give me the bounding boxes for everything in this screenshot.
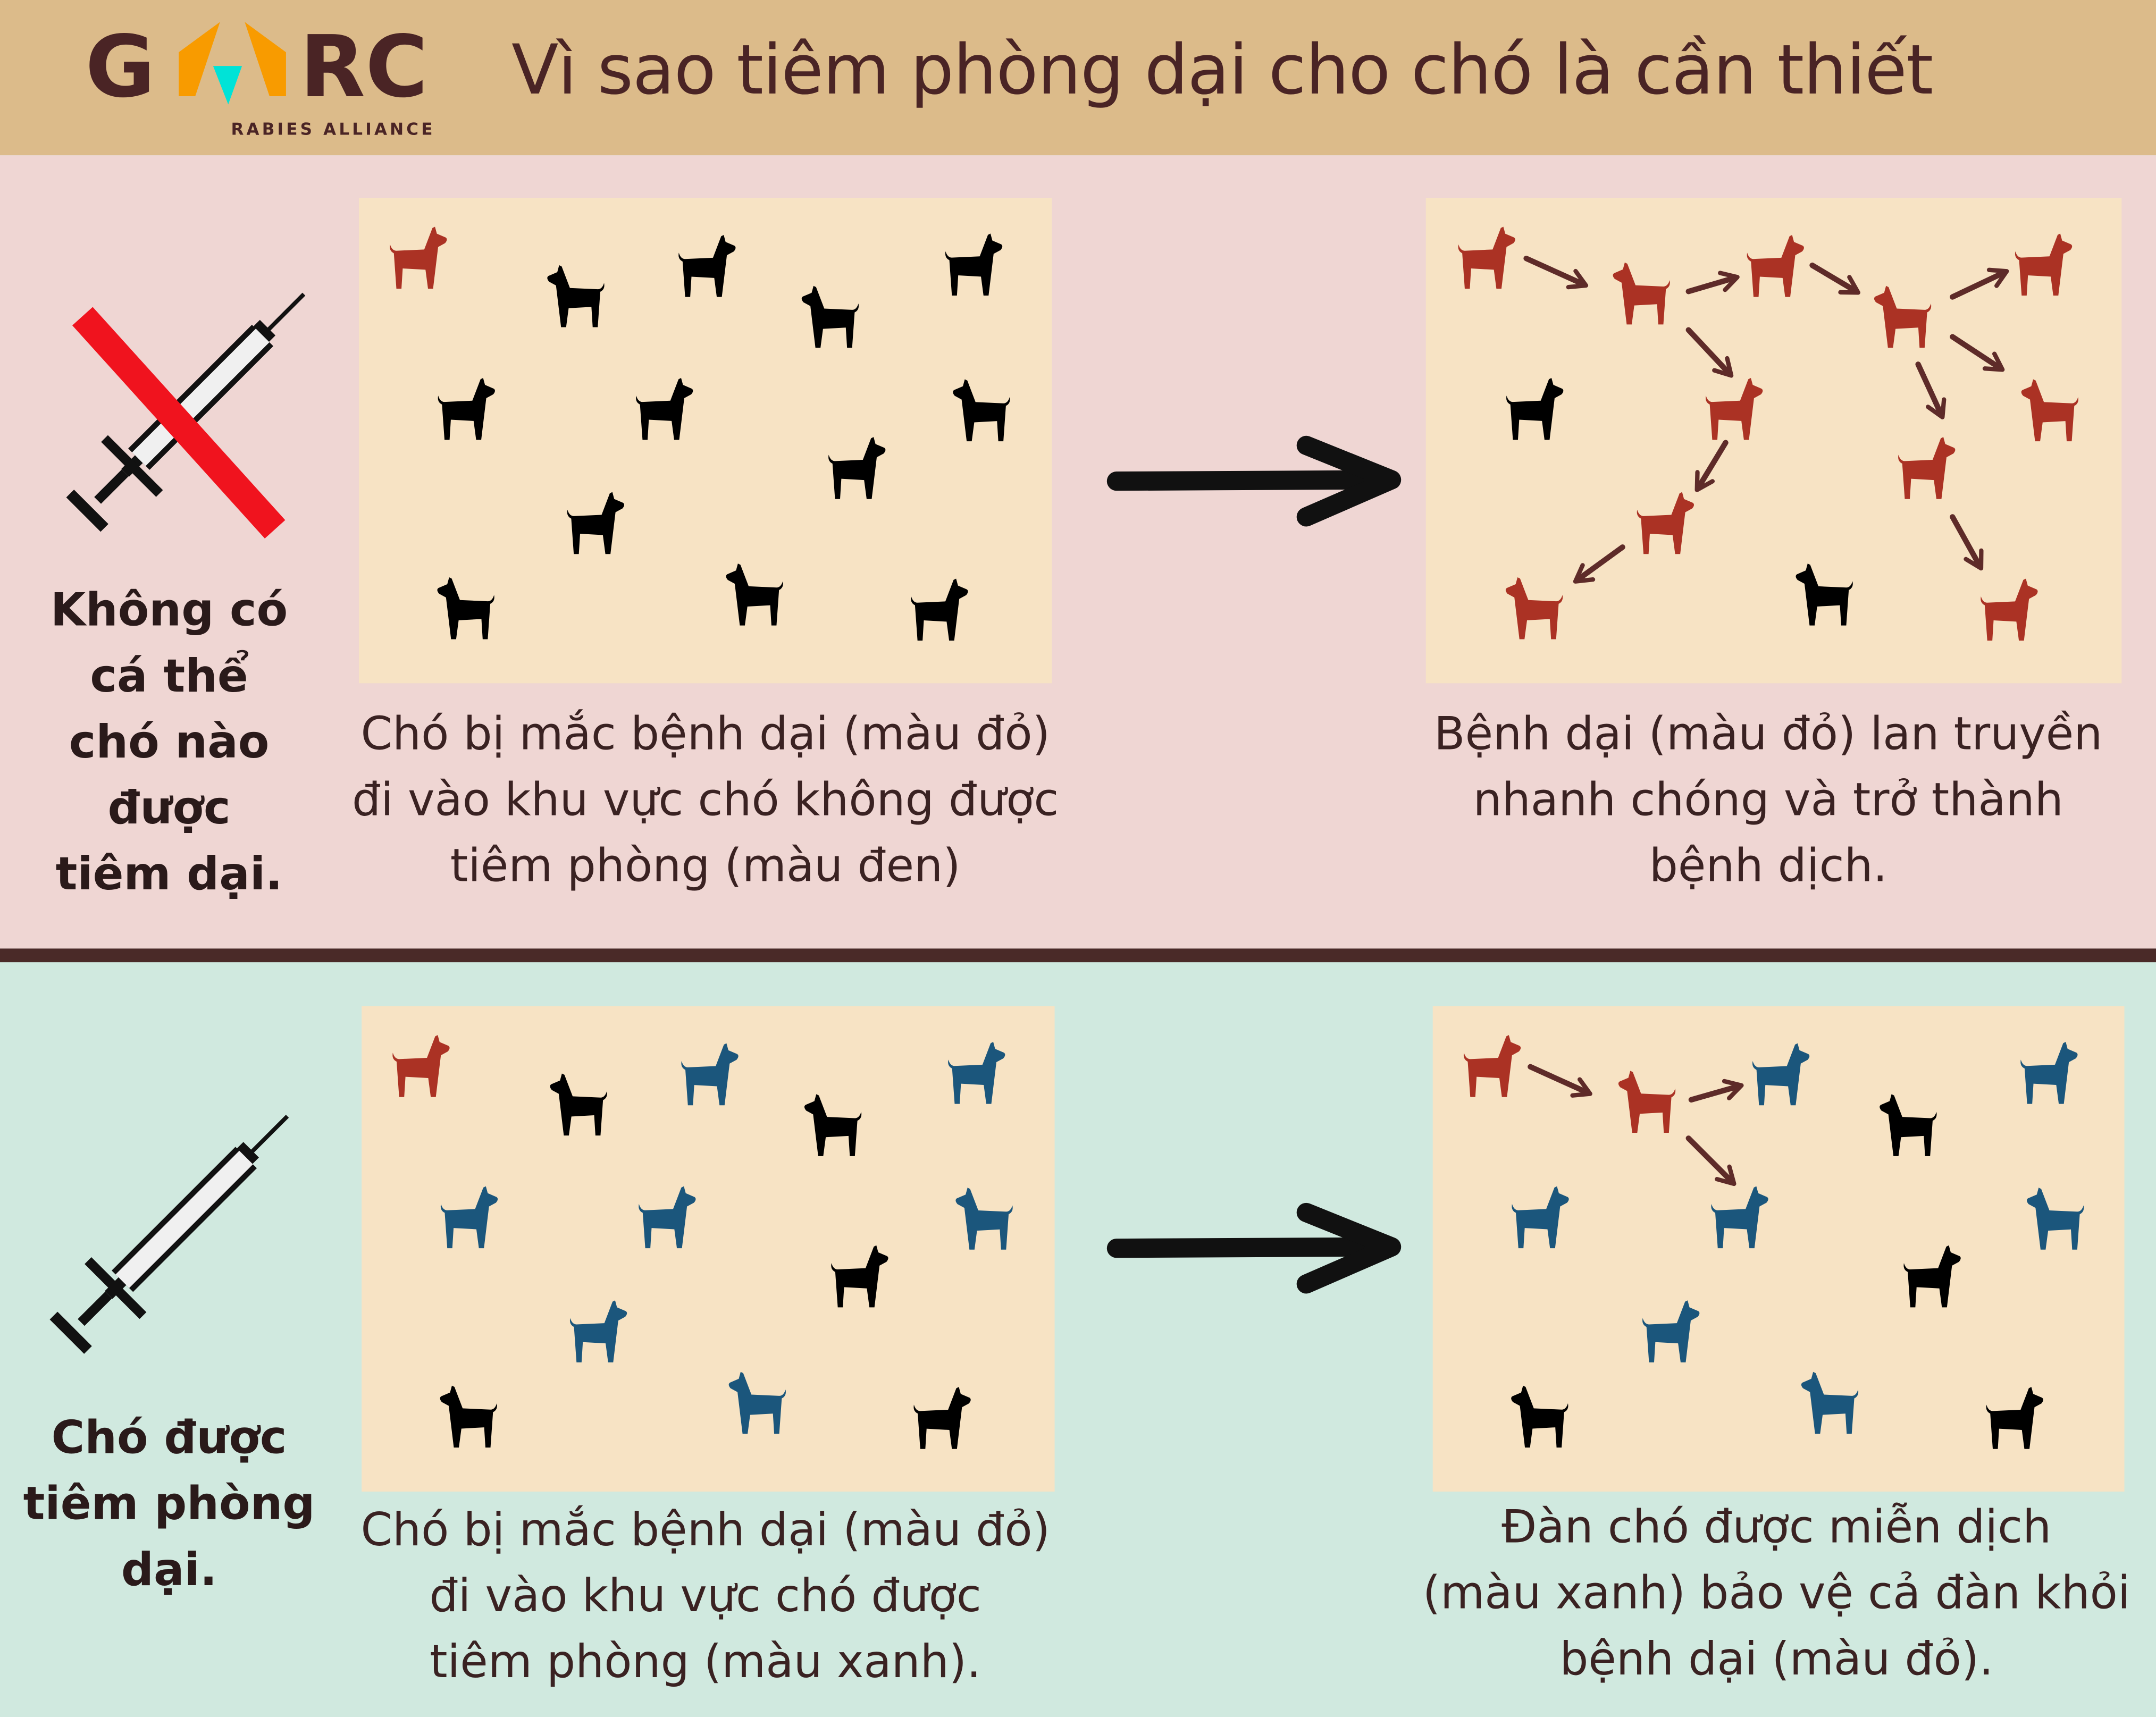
panel-unvaccinated-after [1425,198,2122,684]
caption-line: đi vào khu vực chó không được [351,772,1059,827]
label-line: tiêm dại. [55,847,283,900]
section-divider [0,948,2156,963]
vaccination-label: Chó được tiêm phòng dại. [11,1405,328,1603]
caption-line: tiêm phòng (màu xanh). [430,1634,981,1688]
label-line: chó nào [69,714,270,769]
caption-line: Bệnh dại (màu đỏ) lan truyền [1434,706,2103,761]
caption-line: (màu xanh) bảo vệ cả đàn khỏi [1422,1566,2130,1620]
label-line: tiêm phòng [23,1476,315,1530]
caption-line: bệnh dại (màu đỏ). [1559,1631,1994,1686]
caption-top-right: Bệnh dại (màu đỏ) lan truyền nhanh chóng… [1356,701,2156,899]
caption-bottom-right: Đàn chó được miễn dịch (màu xanh) bảo vệ… [1364,1494,2156,1692]
header-bar [0,0,2156,156]
caption-line: Đàn chó được miễn dịch [1501,1500,2052,1554]
caption-line: nhanh chóng và trở thành [1473,772,2063,827]
panel-vaccinated-after [1432,1006,2125,1492]
label-line: được [107,780,231,835]
label-line: Không có [50,583,288,637]
caption-bottom-left: Chó bị mắc bệnh dại (màu đỏ) đi vào khu … [293,1497,1118,1695]
caption-line: đi vào khu vực chó được [429,1568,981,1622]
caption-line: tiêm phòng (màu đen) [450,838,961,893]
no-vaccination-label: Không có cá thể chó nào được tiêm dại. [25,577,314,907]
logo-subtitle: RABIES ALLIANCE [231,119,435,139]
caption-line: Chó bị mắc bệnh dại (màu đỏ) [360,1502,1050,1556]
panel-vaccinated-before [362,1006,1055,1492]
label-line: dại. [121,1542,217,1596]
label-line: Chó được [51,1410,287,1464]
label-line: cá thể [90,649,248,703]
page-title: Vì sao tiêm phòng dại cho chó là cần thi… [511,30,1933,110]
caption-line: bệnh dịch. [1649,838,1887,893]
caption-line: Chó bị mắc bệnh dại (màu đỏ) [360,706,1050,761]
caption-top-left: Chó bị mắc bệnh dại (màu đỏ) đi vào khu … [293,701,1118,899]
panel-unvaccinated-before [358,198,1052,684]
